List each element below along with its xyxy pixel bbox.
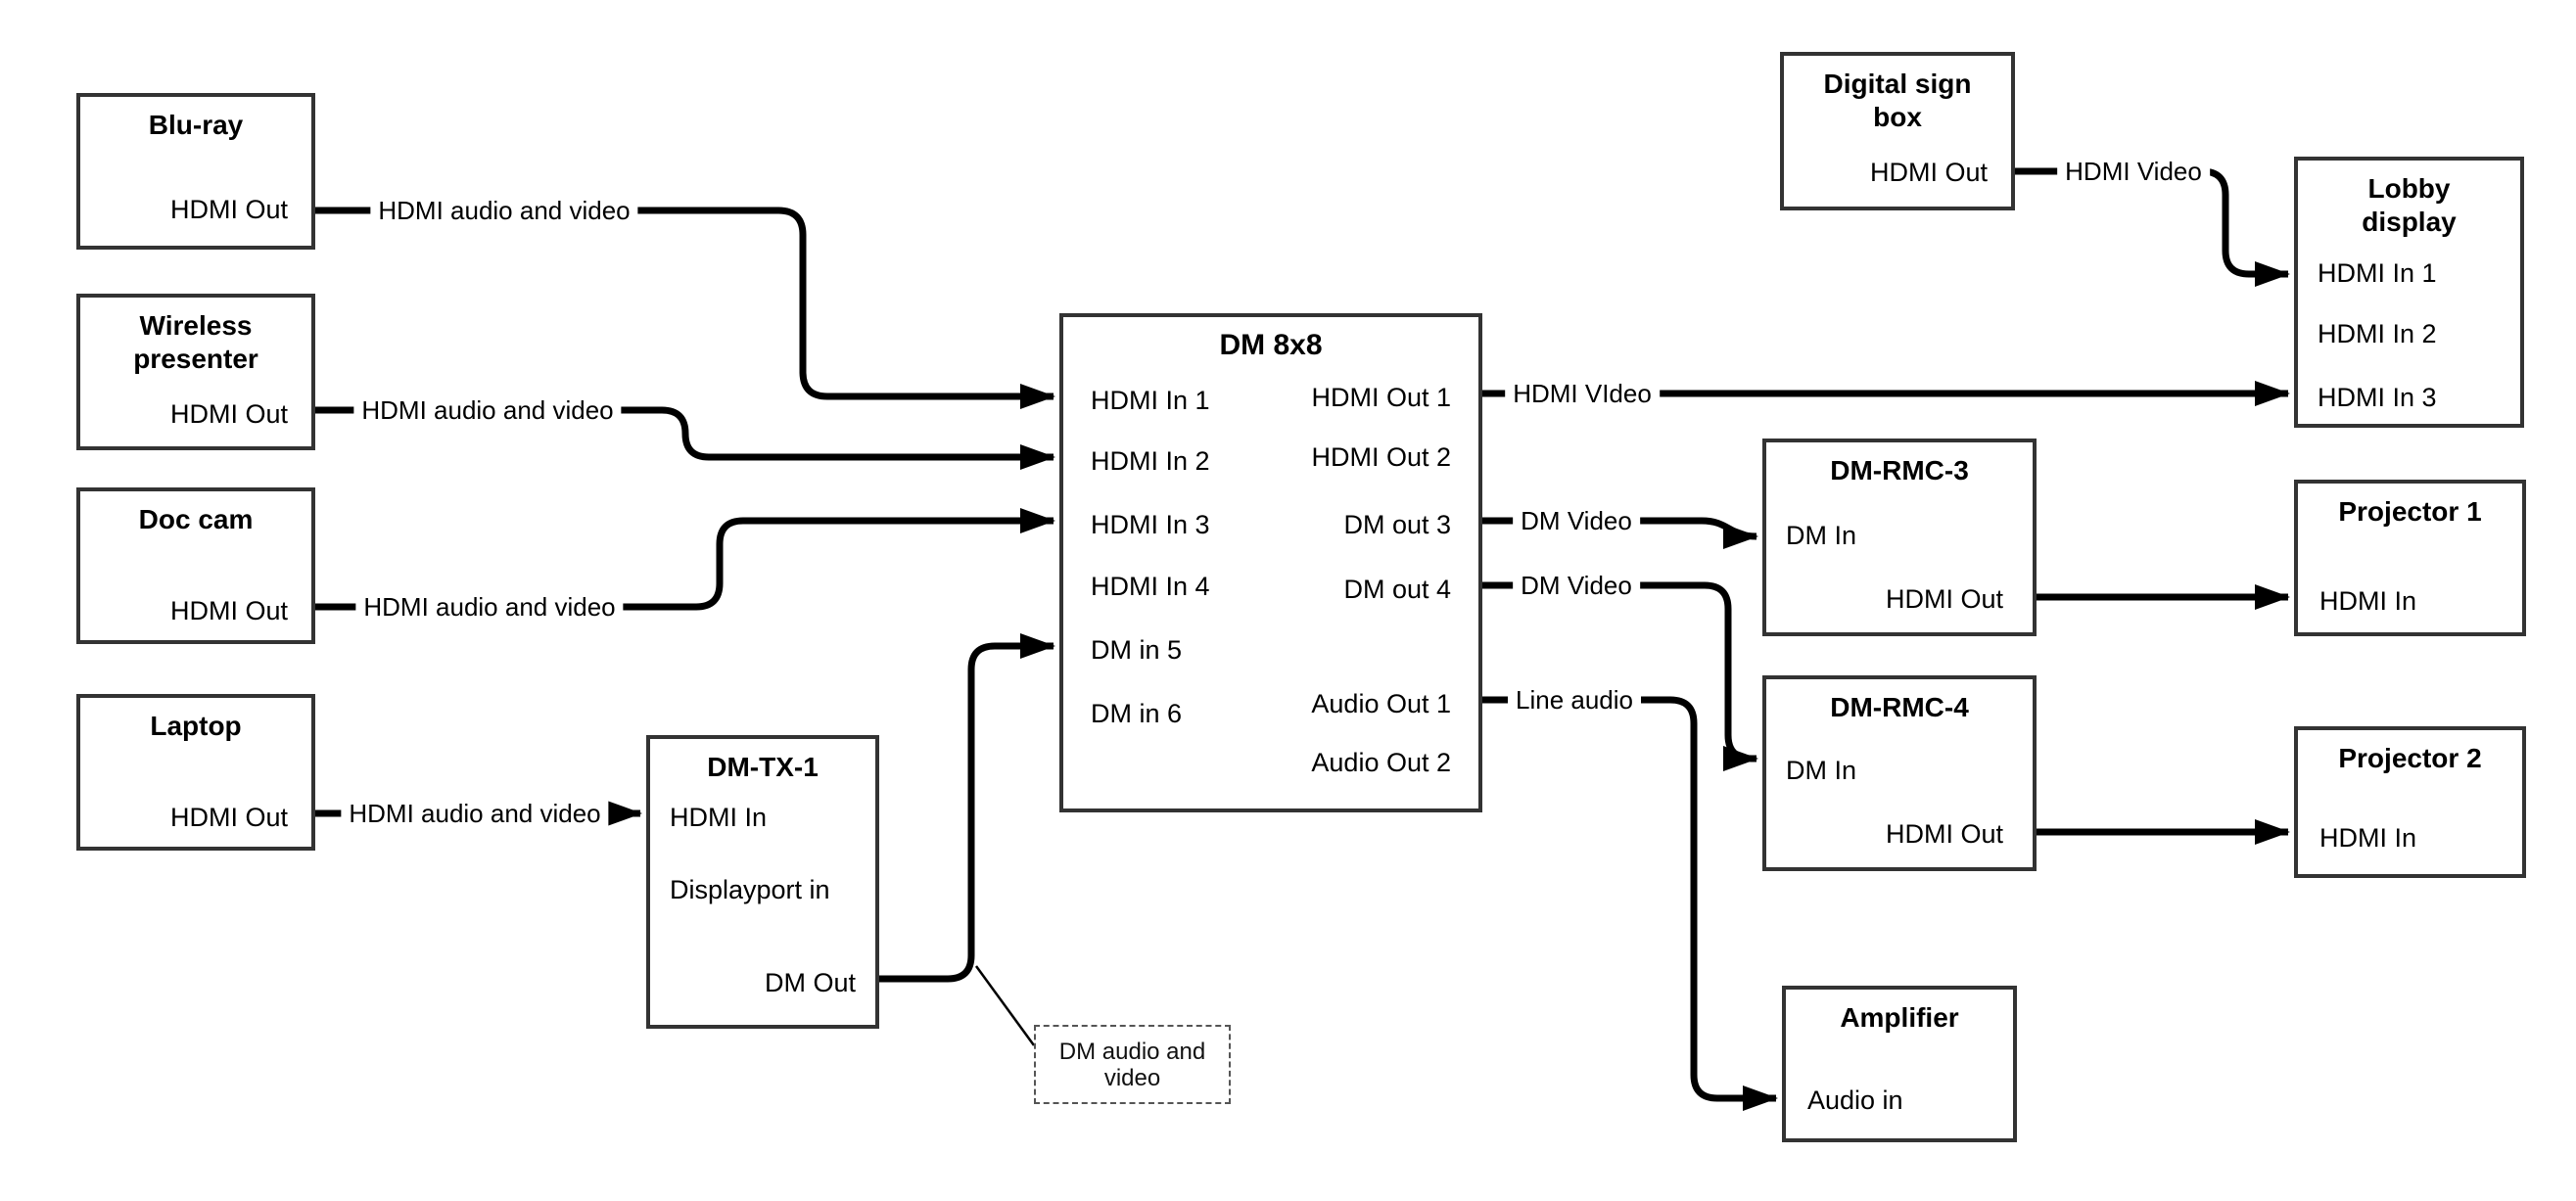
node-title: Digital sign box xyxy=(1823,69,1972,132)
port-dm-in: DM In xyxy=(1786,521,1857,550)
edge-label-hdmi-audio-video-1: HDMI audio and video xyxy=(370,195,638,226)
port-hdmi-in-1: HDMI In 1 xyxy=(1091,386,1210,415)
port-hdmi-out-2: HDMI Out 2 xyxy=(1311,442,1451,472)
node-amplifier: Amplifier Audio in xyxy=(1782,986,2017,1142)
port-hdmi-out: HDMI Out xyxy=(169,399,288,429)
port-hdmi-out: HDMI Out xyxy=(1885,819,2003,849)
edge-wireless-to-dm8x8 xyxy=(315,406,1055,470)
port-hdmi-out: HDMI Out xyxy=(169,803,288,832)
edge-dmout4-to-rmc4 xyxy=(1482,581,1758,771)
port-hdmi-out: HDMI Out xyxy=(1869,158,1988,187)
node-title: Wireless presenter xyxy=(133,310,258,374)
edge-label-hdmi-video-sign: HDMI Video xyxy=(2057,156,2210,187)
node-title: Doc cam xyxy=(138,504,254,534)
port-audio-out-1: Audio Out 1 xyxy=(1311,689,1451,718)
node-title: DM 8x8 xyxy=(1219,329,1323,361)
node-dm-8x8: DM 8x8 HDMI In 1 HDMI In 2 HDMI In 3 HDM… xyxy=(1059,313,1482,812)
node-title: Projector 2 xyxy=(2338,743,2482,773)
port-hdmi-in-2: HDMI In 2 xyxy=(2318,319,2437,348)
callout-leader-line xyxy=(974,965,1036,1046)
node-title: Amplifier xyxy=(1840,1002,1959,1033)
node-projector-2: Projector 2 HDMI In xyxy=(2294,726,2526,878)
port-hdmi-in: HDMI In xyxy=(2319,586,2417,616)
port-hdmi-out: HDMI Out xyxy=(169,195,288,224)
node-wireless-presenter: Wireless presenter HDMI Out xyxy=(76,294,315,450)
edge-label-line-audio: Line audio xyxy=(1508,684,1641,716)
edge-digitalsign-to-lobby xyxy=(2015,167,2290,287)
node-title: DM-TX-1 xyxy=(707,752,819,782)
edge-dmtx1-to-dm8x8 xyxy=(879,633,1055,983)
node-doc-cam: Doc cam HDMI Out xyxy=(76,487,315,644)
port-displayport-in: Displayport in xyxy=(670,875,830,904)
node-title: Lobby display xyxy=(2362,173,2457,237)
node-dm-tx-1: DM-TX-1 HDMI In Displayport in DM Out xyxy=(646,735,879,1029)
port-hdmi-in-1: HDMI In 1 xyxy=(2318,258,2437,288)
node-lobby-display: Lobby display HDMI In 1 HDMI In 2 HDMI I… xyxy=(2294,157,2524,428)
port-hdmi-in-3: HDMI In 3 xyxy=(2318,383,2437,412)
node-digital-sign-box: Digital sign box HDMI Out xyxy=(1780,52,2015,210)
port-hdmi-in-4: HDMI In 4 xyxy=(1091,572,1210,601)
port-audio-out-2: Audio Out 2 xyxy=(1311,748,1451,777)
port-hdmi-out: HDMI Out xyxy=(169,596,288,625)
edge-bluray-to-dm8x8 xyxy=(315,207,1055,409)
edge-label-hdmi-audio-video-3: HDMI audio and video xyxy=(355,591,624,623)
port-hdmi-in: HDMI In xyxy=(2319,823,2417,853)
callout-text: DM audio and video xyxy=(1058,1038,1206,1091)
edge-label-hdmi-audio-video-2: HDMI audio and video xyxy=(353,394,622,426)
port-dm-in-6: DM in 6 xyxy=(1091,699,1183,728)
node-title: Laptop xyxy=(150,711,242,741)
port-dm-out: DM Out xyxy=(764,968,856,997)
node-title: DM-RMC-4 xyxy=(1830,692,1969,722)
edge-label-hdmi-video-out1: HDMI VIdeo xyxy=(1505,378,1660,409)
node-dm-rmc-4: DM-RMC-4 DM In HDMI Out xyxy=(1762,675,2037,871)
edge-dmout3-to-rmc3 xyxy=(1482,517,1758,549)
node-laptop: Laptop HDMI Out xyxy=(76,694,315,851)
edge-label-hdmi-audio-video-4: HDMI audio and video xyxy=(341,798,609,829)
node-title: DM-RMC-3 xyxy=(1830,455,1969,485)
node-title: Projector 1 xyxy=(2338,496,2482,527)
port-hdmi-in-3: HDMI In 3 xyxy=(1091,510,1210,539)
edge-audioout1-to-amplifier xyxy=(1482,696,1778,1111)
port-hdmi-in-2: HDMI In 2 xyxy=(1091,446,1210,476)
port-dm-in: DM In xyxy=(1786,756,1857,785)
node-dm-rmc-3: DM-RMC-3 DM In HDMI Out xyxy=(1762,439,2037,636)
port-dm-out-4: DM out 4 xyxy=(1343,575,1451,604)
edge-label-dm-video-1: DM Video xyxy=(1513,505,1640,536)
port-audio-in: Audio in xyxy=(1807,1086,1903,1115)
port-hdmi-out: HDMI Out xyxy=(1885,584,2003,614)
callout-dm-audio-and-video: DM audio and video xyxy=(1034,1025,1231,1104)
node-title: Blu-ray xyxy=(148,110,244,140)
node-projector-1: Projector 1 HDMI In xyxy=(2294,480,2526,636)
edge-label-dm-video-2: DM Video xyxy=(1513,570,1640,601)
port-hdmi-in: HDMI In xyxy=(670,803,768,832)
edge-doccam-to-dm8x8 xyxy=(315,508,1055,611)
node-blu-ray: Blu-ray HDMI Out xyxy=(76,93,315,250)
port-hdmi-out-1: HDMI Out 1 xyxy=(1311,383,1451,412)
port-dm-in-5: DM in 5 xyxy=(1091,635,1183,665)
port-dm-out-3: DM out 3 xyxy=(1343,510,1451,539)
